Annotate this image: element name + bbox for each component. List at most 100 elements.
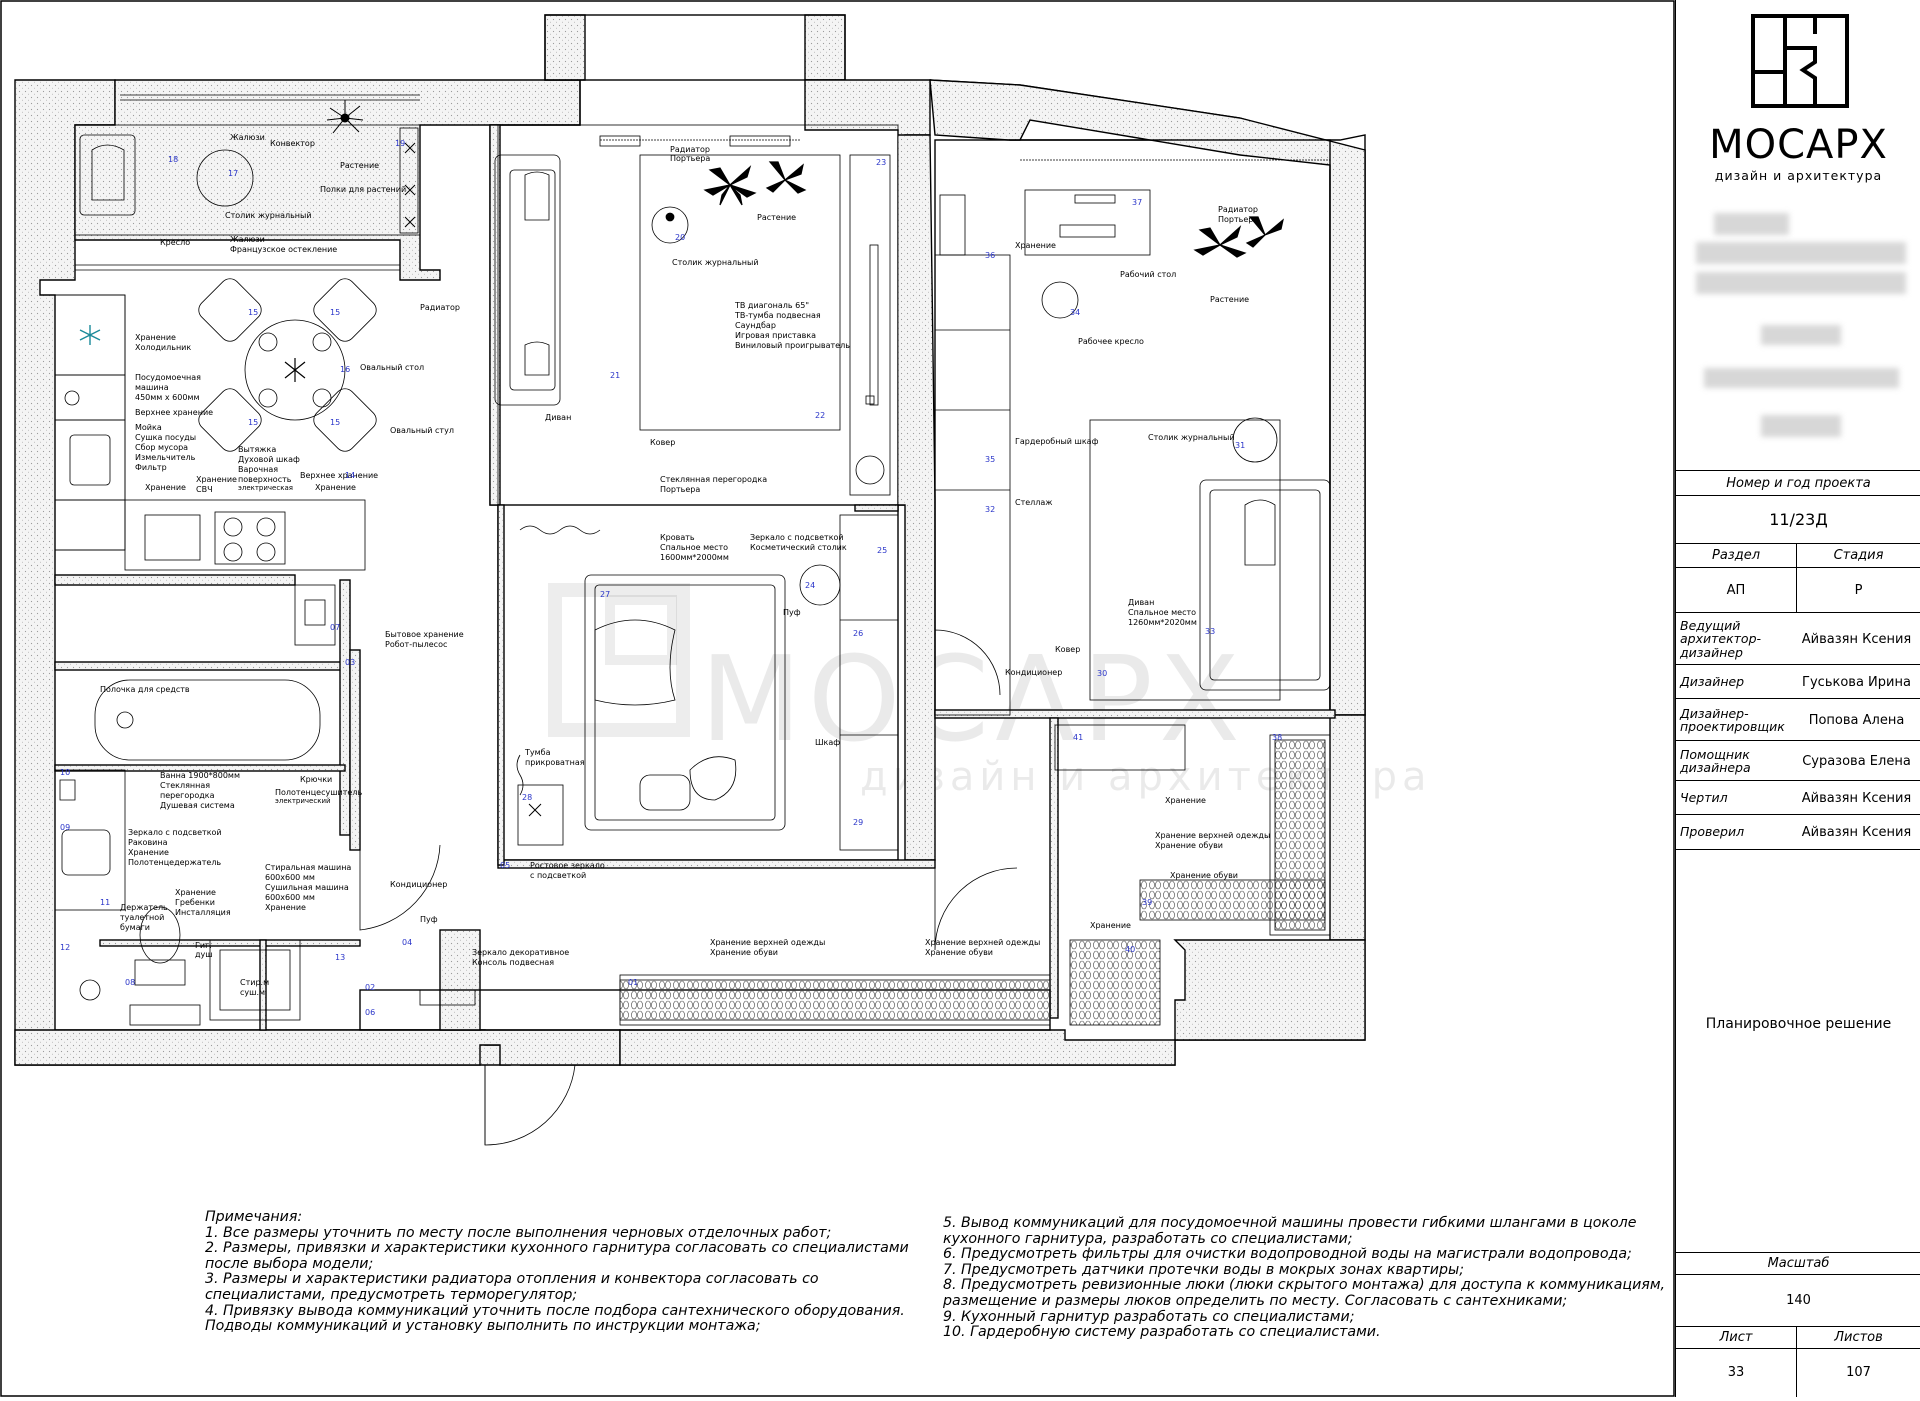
note-line: 1. Все размеры уточнить по месту после в… [205, 1224, 832, 1241]
lbl-washer-box1: Стир.м [240, 978, 269, 987]
tb-section-label-row: Раздел Стадия [1676, 543, 1920, 568]
lbl-bed3: 1600мм*2000мм [660, 553, 729, 562]
lbl-bed1: Кровать [660, 533, 695, 542]
lbl-upper-storage2: Верхнее хранение [300, 471, 378, 480]
tb-person-name: Попова Алена [1808, 712, 1905, 728]
lbl-sofa4: 1260мм*2020мм [1128, 618, 1197, 627]
lbl-wc-storage1: Хранение [175, 888, 216, 897]
num-09: 09 [60, 823, 70, 832]
lbl-plant2: Растение [757, 213, 796, 222]
lbl-fridge: Холодильник [135, 343, 191, 352]
note-line: 9. Кухонный гарнитур разработать со спец… [943, 1308, 1355, 1325]
num-32: 32 [985, 505, 995, 514]
tb-project-label-row: Номер и год проекта [1676, 470, 1920, 496]
tb-person-name: Айвазян Ксения [1801, 824, 1912, 840]
lbl-pouf2: Пуф [420, 915, 438, 924]
lbl-towel2: электрический [275, 797, 331, 805]
num-10: 10 [60, 768, 70, 777]
lbl-tv5: Виниловый проигрыватель [735, 341, 850, 350]
lbl-curtain3: Портьера [1218, 215, 1258, 224]
redacted-block [1696, 242, 1906, 264]
lbl-chair1: Кресло [160, 238, 190, 247]
tb-person-name: Айвазян Ксения [1801, 631, 1912, 647]
logo-name: МОСАРХ [1709, 122, 1888, 168]
lbl-shelf-cleaning: Полочка для средств [100, 685, 190, 694]
lbl-mirror-dec2: Консоль подвесная [472, 958, 554, 967]
tb-role: Помощник дизайнера [1680, 746, 1751, 775]
lbl-sink2: Сушка посуды [135, 433, 196, 442]
tb-role: Ведущий архитектор-дизайнер [1680, 618, 1762, 660]
num-38: 38 [1272, 733, 1282, 742]
lbl-jalousie2: Жалюзи [230, 235, 265, 244]
lbl-mirror-b4: Полотенцедержатель [128, 858, 221, 867]
lbl-hall1: Хранение верхней одежды [710, 938, 825, 947]
watermark-brand: МОСАРХ [700, 630, 1246, 768]
redacted-block [1696, 272, 1906, 294]
closet-bedroom [839, 514, 899, 851]
bedroom [516, 514, 899, 851]
coffee-table-living [651, 206, 689, 244]
bathroom [54, 584, 341, 1026]
lbl-nightstand2: прикроватная [525, 758, 585, 767]
study [934, 159, 1331, 716]
plant-loggia-icon [326, 100, 364, 134]
lbl-storage-h4: Хранение обуви [1170, 871, 1238, 880]
num-25: 25 [877, 546, 887, 555]
note-line: Подводы коммуникаций и установку выполни… [205, 1318, 761, 1335]
armchair-loggia [79, 134, 136, 216]
coffee-table-study [1232, 417, 1278, 463]
lbl-household2: Робот-пылесос [385, 640, 447, 649]
lbl-carpet2: Ковер [1055, 645, 1080, 654]
lbl-wc-holder2: туалетной [120, 913, 164, 922]
lbl-mirror-b3: Хранение [128, 848, 169, 857]
lbl-radiator1: Радиатор [420, 303, 460, 312]
lbl-storage-k3: Хранение [315, 483, 356, 492]
lbl-hall4: Хранение обуви [925, 948, 993, 957]
num-04: 04 [402, 938, 412, 947]
snowflake-icon [79, 325, 101, 345]
num-23: 23 [876, 158, 886, 167]
lbl-mirror-full1: Ростовое зеркало [530, 861, 605, 870]
lbl-washer4: 600х600 мм [265, 893, 315, 902]
washer-box [209, 939, 301, 1021]
num-13: 13 [335, 953, 345, 962]
tb-role: Дизайнер [1680, 674, 1745, 690]
lbl-bath2: Стеклянная [160, 781, 210, 790]
num-30: 30 [1097, 669, 1107, 678]
loggia [74, 94, 421, 271]
lbl-storage-k1: Хранение [135, 333, 176, 342]
tb-project-label: Номер и год проекта [1726, 475, 1871, 491]
plant-living-icon [703, 161, 807, 206]
lbl-mirror1: Зеркало с подсветкой [750, 533, 844, 542]
lbl-mirror-dec1: Зеркало декоративное [472, 948, 569, 957]
lbl-hyg1: Гиг. [195, 941, 212, 950]
note-line: 7. Предусмотреть датчики протечки воды в… [943, 1261, 1464, 1278]
num-36: 36 [985, 251, 995, 260]
num-40: 40 [1125, 945, 1135, 954]
tb-sheets-label: Листов [1834, 1330, 1883, 1346]
note-line: специалистами, предусмотреть терморегуля… [205, 1286, 578, 1303]
tb-person-name: Гуськова Ирина [1802, 674, 1911, 690]
tb-person-row: Дизайнер-проектировщик Попова Алена [1676, 698, 1920, 741]
sofa-living [494, 154, 561, 406]
lbl-towel1: Полотенцесушитель [275, 788, 362, 797]
num-33: 33 [1205, 627, 1215, 636]
tb-scale-row: 140 [1676, 1274, 1920, 1327]
num-21: 21 [610, 371, 620, 380]
logo-icon [1751, 14, 1849, 108]
lbl-bath3: перегородка [160, 791, 215, 800]
num-35: 35 [985, 455, 995, 464]
lbl-curtain-glass: Портьера [660, 485, 700, 494]
tb-role: Чертил [1680, 790, 1728, 806]
lbl-hyg2: душ [195, 950, 213, 959]
num-02: 02 [365, 983, 375, 992]
tb-section-label: Раздел [1711, 548, 1760, 564]
num-31: 31 [1235, 441, 1245, 450]
tb-sheet-label-row: Лист Листов [1676, 1326, 1920, 1349]
tb-scale-value: 140 [1786, 1293, 1811, 1309]
lbl-storage-h3: Хранение обуви [1155, 841, 1223, 850]
tb-role: Дизайнер-проектировщик [1680, 705, 1785, 734]
num-24: 24 [805, 581, 815, 590]
living-room [494, 124, 899, 506]
num-05: 05 [500, 861, 510, 870]
